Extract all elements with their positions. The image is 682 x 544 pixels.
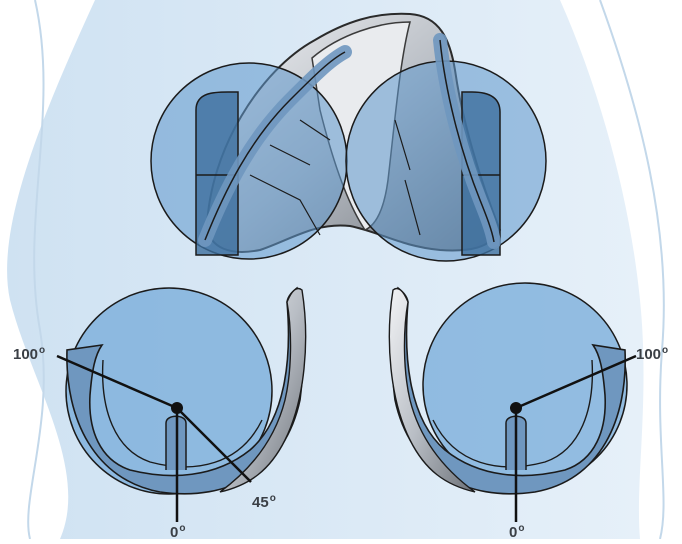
label-left-100-unit: o <box>39 345 45 356</box>
label-right-100-unit: o <box>662 345 668 356</box>
label-left-0-value: 0 <box>170 524 178 541</box>
label-right-0-unit: o <box>518 523 524 534</box>
label-right-100-value: 100 <box>636 346 661 363</box>
label-left-45-unit: o <box>270 493 276 504</box>
label-left-45-value: 45 <box>252 494 269 511</box>
right-pivot-dot <box>510 402 522 414</box>
left-pivot-dot <box>171 402 183 414</box>
label-left-0: 0o <box>170 524 185 540</box>
label-right-0-value: 0 <box>509 524 517 541</box>
label-left-0-unit: o <box>179 523 185 534</box>
label-right-0: 0o <box>509 524 524 540</box>
label-left-45: 45o <box>252 494 276 510</box>
label-right-100: 100o <box>636 346 668 362</box>
label-left-100-value: 100 <box>13 346 38 363</box>
label-left-100: 100o <box>13 346 45 362</box>
